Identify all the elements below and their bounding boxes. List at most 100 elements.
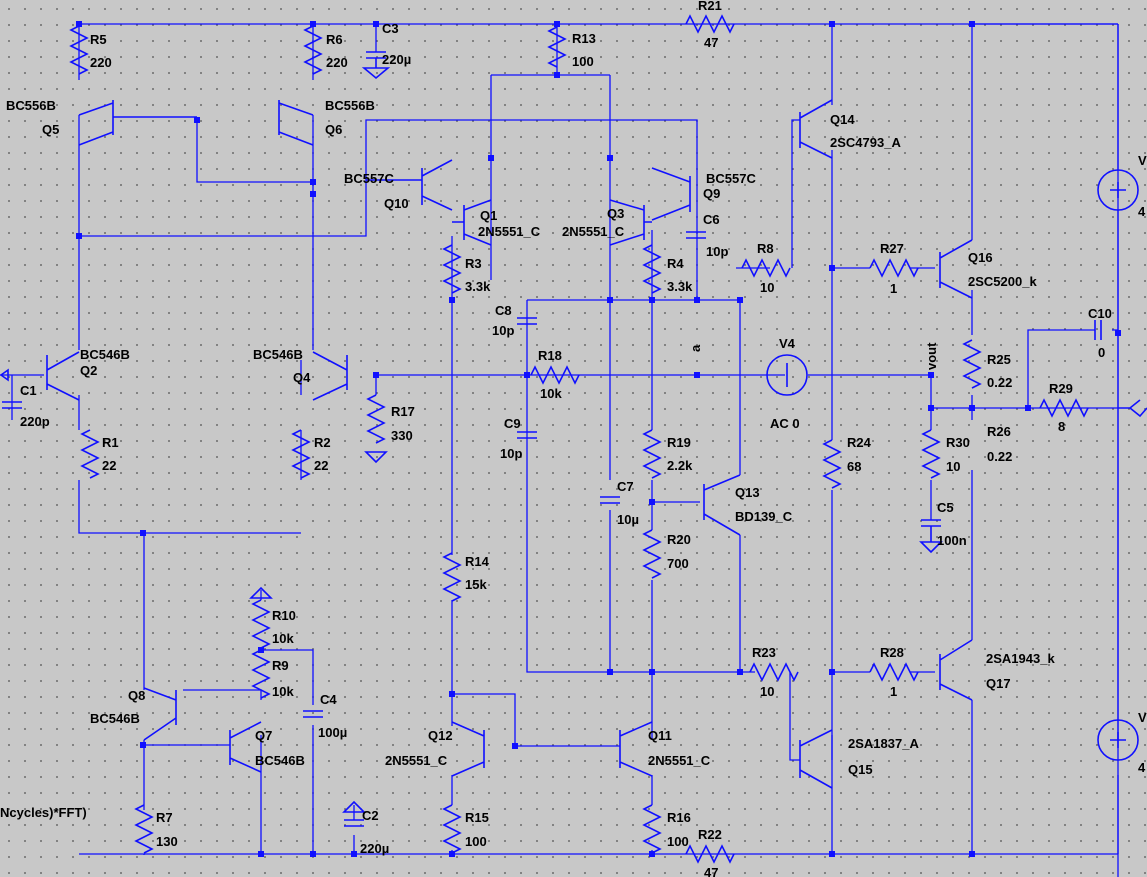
label-r7-value: 130 (156, 834, 178, 849)
label-r21-value: 47 (704, 35, 718, 50)
label-c7-ref: C7 (617, 479, 634, 494)
supply-top-value: 4 (1138, 204, 1146, 219)
label-c6-ref: C6 (703, 212, 720, 227)
label-r4-ref: R4 (667, 256, 684, 271)
label-r4-value: 3.3k (667, 279, 693, 294)
supply-bottom-label: V (1138, 710, 1147, 725)
label-r8-ref: R8 (757, 241, 774, 256)
label-c7-value: 10µ (617, 512, 639, 527)
label-q11-value: 2N5551_C (648, 753, 711, 768)
label-r7-ref: R7 (156, 810, 173, 825)
label-q5-ref: Q5 (42, 122, 59, 137)
supply-top-label: V (1138, 153, 1147, 168)
label-c1-value: 220p (20, 414, 50, 429)
label-c10-ref: C10 (1088, 306, 1112, 321)
spice-directive-text: Ncycles)*FFT) (0, 805, 87, 820)
label-r30-ref: R30 (946, 435, 970, 450)
label-c4-ref: C4 (320, 692, 337, 707)
label-r17-value: 330 (391, 428, 413, 443)
label-r2-value: 22 (314, 458, 328, 473)
label-q14-value: 2SC4793_A (830, 135, 901, 150)
label-q13-ref: Q13 (735, 485, 760, 500)
label-c9-ref: C9 (504, 416, 521, 431)
label-r15-ref: R15 (465, 810, 489, 825)
net-label-vout: vout (924, 342, 939, 370)
label-q3-ref: Q3 (607, 206, 624, 221)
label-r8-value: 10 (760, 280, 774, 295)
label-c3-value: 220µ (382, 52, 411, 67)
label-r21-ref: R21 (698, 0, 722, 13)
label-r3-value: 3.3k (465, 279, 491, 294)
label-q2-value: BC546B (80, 347, 130, 362)
label-q6-value: BC556B (325, 98, 375, 113)
label-r25-value: 0.22 (987, 375, 1012, 390)
label-r5-value: 220 (90, 55, 112, 70)
label-r14-ref: R14 (465, 554, 490, 569)
label-r19-value: 2.2k (667, 458, 693, 473)
supply-bottom-value: 4 (1138, 760, 1146, 775)
label-r10-value: 10k (272, 631, 294, 646)
label-c10-value: 0 (1098, 345, 1105, 360)
label-q3-value: 2N5551_C (562, 224, 625, 239)
label-q10-ref: Q10 (384, 196, 409, 211)
label-r10-ref: R10 (272, 608, 296, 623)
label-q4-ref: Q4 (293, 370, 311, 385)
label-q17-value: 2SA1943_k (986, 651, 1055, 666)
label-r20-value: 700 (667, 556, 689, 571)
junction-dots (76, 21, 1121, 857)
label-q1-ref: Q1 (480, 208, 497, 223)
label-r6-ref: R6 (326, 32, 343, 47)
label-r29-value: 8 (1058, 419, 1065, 434)
label-r24-value: 68 (847, 459, 861, 474)
label-q12-value: 2N5551_C (385, 753, 448, 768)
label-c4-value: 100µ (318, 725, 347, 740)
label-r9-value: 10k (272, 684, 294, 699)
label-r14-value: 15k (465, 577, 487, 592)
label-r5-ref: R5 (90, 32, 107, 47)
label-q7-ref: Q7 (255, 728, 272, 743)
label-r9-ref: R9 (272, 658, 289, 673)
label-r2-ref: R2 (314, 435, 331, 450)
label-q4-value: BC546B (253, 347, 303, 362)
label-r18-value: 10k (540, 386, 562, 401)
label-c2-ref: C2 (362, 808, 379, 823)
label-q14-ref: Q14 (830, 112, 855, 127)
label-r22-value: 47 (704, 865, 718, 877)
label-q12-ref: Q12 (428, 728, 453, 743)
label-c6-value: 10p (706, 244, 728, 259)
label-q6-ref: Q6 (325, 122, 342, 137)
wires (0, 23, 1119, 877)
label-q15-value: 2SA1837_A (848, 736, 919, 751)
label-q16-ref: Q16 (968, 250, 993, 265)
label-v4-ref: V4 (779, 336, 796, 351)
label-r6-value: 220 (326, 55, 348, 70)
label-r16-ref: R16 (667, 810, 691, 825)
label-q1-value: 2N5551_C (478, 224, 541, 239)
label-r27-value: 1 (890, 281, 897, 296)
label-v4-value: AC 0 (770, 416, 800, 431)
label-q5-value: BC556B (6, 98, 56, 113)
label-q7-value: BC546B (255, 753, 305, 768)
label-q8-ref: Q8 (128, 688, 145, 703)
label-r13-value: 100 (572, 54, 594, 69)
label-c1-ref: C1 (20, 383, 37, 398)
label-c9-value: 10p (500, 446, 522, 461)
label-r19-ref: R19 (667, 435, 691, 450)
component-symbols (0, 14, 1147, 864)
label-r13-ref: R13 (572, 31, 596, 46)
label-r24-ref: R24 (847, 435, 872, 450)
label-r26-ref: R26 (987, 424, 1011, 439)
label-q9-ref: Q9 (703, 186, 720, 201)
label-c5-ref: C5 (937, 500, 954, 515)
label-c2-value: 220µ (360, 841, 389, 856)
label-q9-value: BC557C (706, 171, 756, 186)
label-q17-ref: Q17 (986, 676, 1011, 691)
label-r28-ref: R28 (880, 645, 904, 660)
net-label-a: a (688, 344, 703, 352)
label-c8-value: 10p (492, 323, 514, 338)
label-r17-ref: R17 (391, 404, 415, 419)
label-r30-value: 10 (946, 459, 960, 474)
label-r28-value: 1 (890, 684, 897, 699)
label-r15-value: 100 (465, 834, 487, 849)
